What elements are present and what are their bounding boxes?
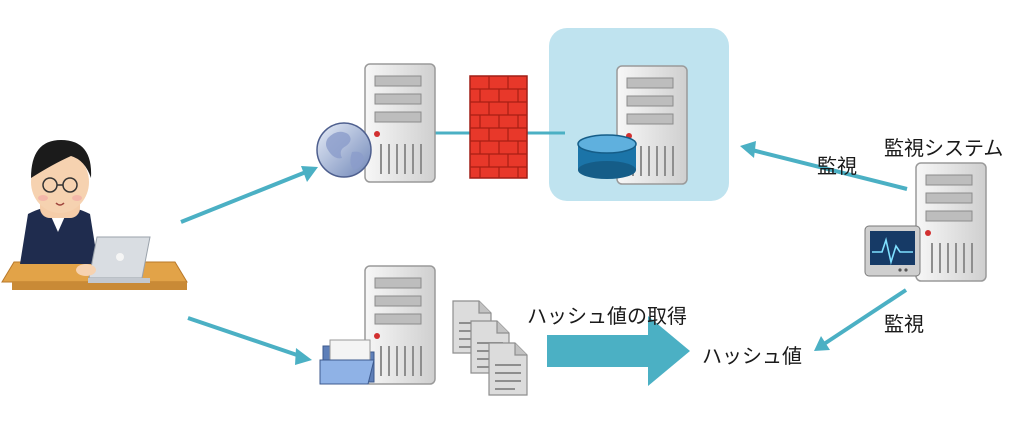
monitor-label-bottom: 監視 (884, 312, 924, 336)
arrow-user-web (180, 170, 307, 224)
globe-icon (316, 122, 372, 178)
folder-icon (319, 339, 375, 385)
person-at-laptop-icon (1, 140, 188, 290)
arrow-monitor-db-head (740, 141, 756, 158)
arrow-monitor-hash-head (814, 336, 830, 351)
hash-acquisition-label: ハッシュ値の取得 (527, 304, 687, 328)
database-icon (577, 134, 637, 179)
arrows (180, 141, 908, 365)
arrow-user-file (187, 316, 301, 358)
database-server-icon (577, 65, 688, 185)
monitor-label-top: 監視 (817, 154, 857, 178)
arrow-user-file-head (295, 348, 312, 365)
firewall-icon (469, 75, 528, 179)
file-server-icon (319, 265, 436, 385)
web-server-icon (316, 63, 436, 183)
monitor-screen-icon (864, 225, 921, 277)
arrow-monitor-db (751, 148, 908, 191)
monitoring-server-icon (864, 162, 987, 282)
hash-acquisition-arrow (547, 316, 690, 386)
arrow-monitor-hash (822, 288, 908, 346)
hash-value-label: ハッシュ値 (702, 344, 802, 368)
documents-icon (452, 300, 528, 396)
arrow-user-web-head (301, 166, 318, 182)
monitoring-system-label: 監視システム (884, 136, 1004, 160)
